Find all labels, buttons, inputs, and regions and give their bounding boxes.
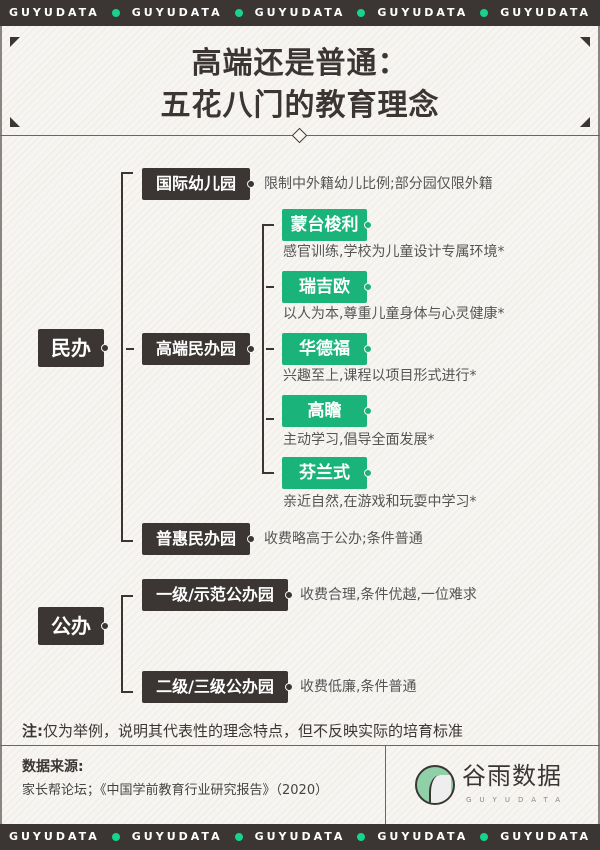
bracket-public [121,595,123,693]
bottom-band: GUYUDATA GUYUDATA GUYUDATA GUYUDATA GUYU… [0,824,600,850]
node-label: 高瞻 [307,400,342,421]
desc-tier1: 收费合理,条件优越,一位难求 [300,587,477,603]
desc-montessori: 感官训练,学校为儿童设计专属环境* [283,244,505,260]
node-affordable: 普惠民办园 [142,523,255,555]
node-label: 芬兰式 [299,462,350,483]
node-international: 国际幼儿园 [142,168,255,200]
connector [121,172,133,174]
connector [266,286,274,288]
top-band: GUYUDATA GUYUDATA GUYUDATA GUYUDATA GUYU… [0,0,600,26]
source-label: 数据来源: [22,759,84,775]
dot-icon [234,833,243,841]
logo-name: 谷雨数据 [462,762,562,790]
desc-international: 限制中外籍幼儿比例;部分园仅限外籍 [264,176,493,192]
knob [247,535,255,543]
logo-sub: GUYUDATA [466,796,568,804]
dot-icon [111,833,120,841]
node-label: 华德福 [299,338,350,359]
node-montessori: 蒙台梭利 [282,209,372,241]
title-line1: 高端还是普通： [191,46,409,81]
dot-icon [357,9,366,17]
title-line2: 五花八门的教育理念 [160,88,440,123]
node-finnish: 芬兰式 [282,457,372,489]
node-label: 蒙台梭利 [290,214,359,235]
knob [101,622,109,630]
node-reggio: 瑞吉欧 [282,271,372,303]
band-text: GUYUDATA [254,6,346,19]
knob [364,407,372,415]
knob [364,345,372,353]
desc-tier2: 收费低廉,条件普通 [300,679,417,695]
note-text: 仅为举例，说明其代表性的理念特点，但不反映实际的培育标准 [43,722,464,740]
connector [266,348,274,350]
band-text: GUYUDATA [500,6,592,19]
bracket-highend [262,224,264,474]
node-highend: 高端民办园 [142,333,255,365]
node-private: 民办 [38,329,109,367]
node-label: 二级/三级公办园 [156,677,274,696]
node-label: 瑞吉欧 [299,276,350,297]
connector [121,595,133,597]
logo-bird-icon [415,765,455,805]
knob [247,180,255,188]
frame [0,26,600,824]
connector [121,540,133,542]
desc-highscope: 主动学习,倡导全面发展* [283,432,435,448]
connector [262,472,274,474]
desc-affordable: 收费略高于公办;条件普通 [264,531,423,547]
desc-waldorf: 兴趣至上,课程以项目形式进行* [283,368,477,384]
node-label: 高端民办园 [155,339,236,358]
connector [262,224,274,226]
divider-vertical [385,745,386,825]
knob [101,344,109,352]
dot-icon [480,833,489,841]
band-text: GUYUDATA [377,830,469,843]
node-highscope: 高瞻 [282,395,372,427]
corner-mark [580,37,590,47]
node-public: 公办 [38,607,109,645]
connector [121,691,133,693]
divider [0,745,600,746]
band-text: GUYUDATA [8,6,100,19]
node-tier2: 二级/三级公办园 [142,671,293,703]
note: 注:仅为举例，说明其代表性的理念特点，但不反映实际的培育标准 [22,722,463,741]
connector [126,348,134,350]
note-prefix: 注: [22,722,43,740]
node-label: 国际幼儿园 [155,174,236,193]
desc-finnish: 亲近自然,在游戏和玩耍中学习* [283,494,477,510]
knob [285,591,293,599]
knob [247,345,255,353]
knob [364,283,372,291]
connector [266,418,274,420]
node-label: 普惠民办园 [155,529,236,548]
band-text: GUYUDATA [377,6,469,19]
corner-mark [10,117,20,127]
knob [364,469,372,477]
band-text: GUYUDATA [8,830,100,843]
band-text: GUYUDATA [500,830,592,843]
source-text: 家长帮论坛；《中国学前教育行业研究报告》（2020） [22,783,329,798]
corner-mark [580,117,590,127]
dot-icon [357,833,366,841]
band-text: GUYUDATA [131,830,223,843]
dot-icon [111,9,120,17]
node-label: 公办 [51,614,91,638]
bracket-private [121,172,123,542]
knob [285,683,293,691]
band-text: GUYUDATA [254,830,346,843]
node-label: 一级/示范公办园 [156,585,274,604]
corner-mark [10,37,20,47]
dot-icon [480,9,489,17]
dot-icon [234,9,243,17]
node-tier1: 一级/示范公办园 [142,579,293,611]
node-label: 民办 [51,336,91,360]
desc-reggio: 以人为本,尊重儿童身体与心灵健康* [283,306,505,322]
knob [364,221,372,229]
node-waldorf: 华德福 [282,333,372,365]
band-text: GUYUDATA [131,6,223,19]
